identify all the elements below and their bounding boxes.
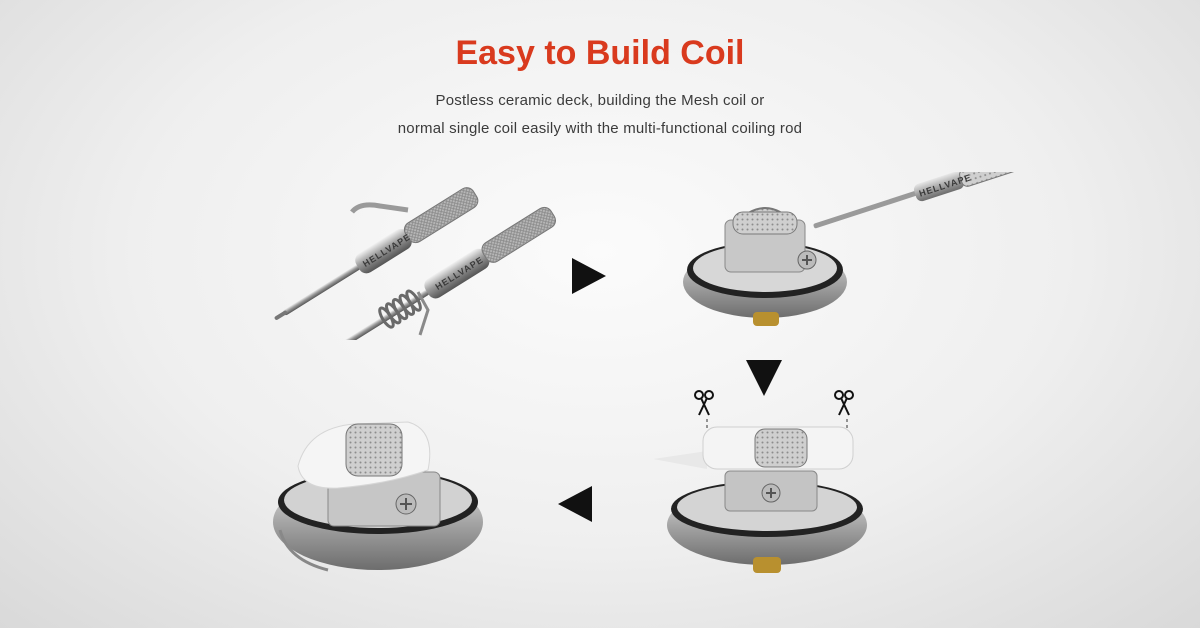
- coiling-rods-illustration: HELLVAPE HELLVAPE: [274, 187, 556, 340]
- arrow-down-icon: [746, 360, 782, 396]
- arrow-right-icon: [572, 258, 606, 294]
- arrow-left-icon: [558, 486, 592, 522]
- page-title: Easy to Build Coil: [455, 34, 745, 72]
- subtitle-line-2: normal single coil easily with the multi…: [397, 120, 803, 137]
- coiling-rod-icon: HELLVAPE HELLVAPE: [274, 187, 556, 340]
- wick-trim-illustration: [653, 390, 867, 573]
- deck-cotton-icon: [273, 421, 483, 572]
- deck-mesh-coil-icon: HELLVAPE: [683, 172, 1020, 326]
- wicked-deck-illustration: [273, 421, 483, 572]
- subtitle-line-1: Postless ceramic deck, building the Mesh…: [435, 92, 765, 109]
- deck-cotton-trim-icon: [653, 426, 867, 573]
- mesh-coil-install-illustration: HELLVAPE: [683, 172, 1020, 326]
